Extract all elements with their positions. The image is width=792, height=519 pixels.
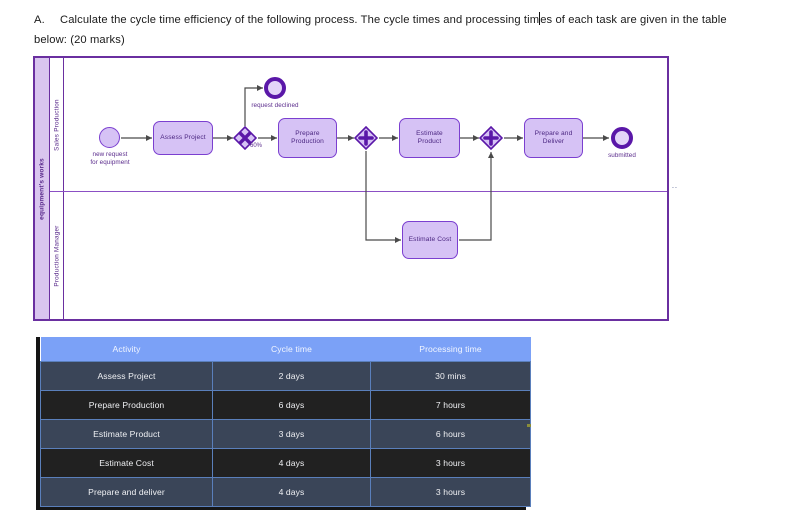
table-row: Assess Project 2 days 30 mins [40,361,531,391]
end-event-request-declined[interactable] [264,77,286,99]
question-paragraph: A. Calculate the cycle time efficiency of… [34,10,746,50]
parallel-join-gateway[interactable] [479,126,503,150]
question-text-before-caret: Calculate the cycle time efficiency of t… [60,14,540,26]
task-prepare-production-label-line2: Production [291,138,324,145]
cell-cycle-time: 6 days [212,390,371,420]
lane-production-manager: Production Manager [50,191,667,319]
start-event-label: new request for equipment [73,151,147,167]
question-letter: A. [34,14,45,26]
parallel-split-gateway[interactable] [354,126,378,150]
task-estimate-product[interactable]: Estimate Product [399,118,460,158]
start-event-label-line1: new request [92,151,128,158]
cell-activity: Estimate Cost [40,448,213,478]
column-header-processing-time: Processing time [370,337,531,362]
cell-cycle-time: 4 days [212,448,371,478]
cell-processing-time: 3 hours [370,448,531,478]
cell-processing-time: 6 hours [370,419,531,449]
end-event-submitted-label: submitted [608,152,636,159]
task-prepare-and-deliver[interactable]: Prepare and Deliver [524,118,583,158]
cell-processing-time: 30 mins [370,361,531,391]
times-table-wrapper: Activity Cycle time Processing time Asse… [36,337,531,510]
task-prepare-and-deliver-label-line2: Deliver [542,138,565,145]
exclusive-gateway-label: 60% [250,143,263,149]
cell-activity: Prepare Production [40,390,213,420]
table-row: Prepare and deliver 4 days 3 hours [40,477,531,507]
pool-header: equipment's works [35,58,50,319]
bpmn-diagram: equipment's works Sales Production Produ… [33,56,669,321]
lane-label-sales-production: Sales Production [53,98,60,151]
lane-header-production-manager: Production Manager [50,192,64,319]
cell-cycle-time: 3 days [212,419,371,449]
task-assess-project[interactable]: Assess Project [153,121,213,155]
exclusive-gateway[interactable] [233,126,257,150]
task-estimate-product-label: Estimate Product [416,130,443,147]
end-event-submitted[interactable] [611,127,633,149]
task-estimate-cost-label: Estimate Cost [408,235,452,243]
cell-processing-time: 7 hours [370,390,531,420]
table-row: Estimate Cost 4 days 3 hours [40,448,531,478]
cell-cycle-time: 4 days [212,477,371,507]
start-event[interactable] [99,127,120,148]
end-event-request-declined-label: request declined [251,102,299,109]
task-estimate-product-label-line1: Estimate [416,129,443,137]
table-row: Prepare Production 6 days 7 hours [40,390,531,420]
cell-activity: Assess Project [40,361,213,391]
times-table: Activity Cycle time Processing time Asse… [40,337,531,507]
text-caret [539,12,541,25]
start-event-label-line2: for equipment [90,159,130,166]
table-edge-artifact [527,424,531,427]
cell-cycle-time: 2 days [212,361,371,391]
column-header-cycle-time: Cycle time [212,337,371,362]
cell-processing-time: 3 hours [370,477,531,507]
table-row: Estimate Product 3 days 6 hours [40,419,531,449]
lane-sales-production: Sales Production [50,58,667,191]
task-prepare-and-deliver-label-line1: Prepare and [534,129,573,137]
task-estimate-product-label-line2: Product [417,138,442,145]
lane-label-production-manager: Production Manager [53,224,60,287]
task-prepare-production[interactable]: Prepare Production [278,118,337,158]
cell-activity: Prepare and deliver [40,477,213,507]
table-header-row: Activity Cycle time Processing time [40,337,531,362]
lane-header-sales-production: Sales Production [50,58,64,191]
task-prepare-production-label-line1: Prepare [295,129,320,137]
pool-label-text: equipment's works [38,157,46,220]
task-assess-project-label: Assess Project [160,133,206,141]
cell-activity: Estimate Product [40,419,213,449]
task-prepare-production-label: Prepare Production [291,130,324,147]
task-prepare-and-deliver-label: Prepare and Deliver [535,130,573,147]
question-text-after-caret: es of each task are given in the table b… [34,14,727,46]
column-header-activity: Activity [40,337,213,362]
task-estimate-cost[interactable]: Estimate Cost [402,221,458,259]
right-edge-artifact: .. [672,183,678,190]
